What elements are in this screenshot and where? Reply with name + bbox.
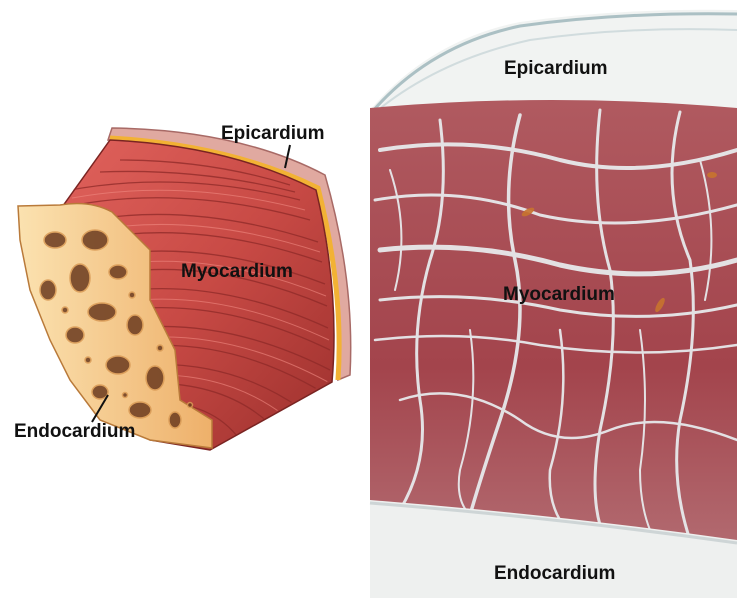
heart-wall-illustration [18,128,351,450]
illustration-endocardium-label: Endocardium [14,421,135,443]
illustration-epicardium-label: Epicardium [221,123,324,145]
illustration-myocardium-label: Myocardium [181,261,293,283]
micrograph-epicardium-label: Epicardium [504,58,607,80]
micrograph-myocardium-label: Myocardium [503,284,615,306]
micrograph-myocardium [370,100,737,545]
micrograph-endocardium-label: Endocardium [494,563,615,585]
